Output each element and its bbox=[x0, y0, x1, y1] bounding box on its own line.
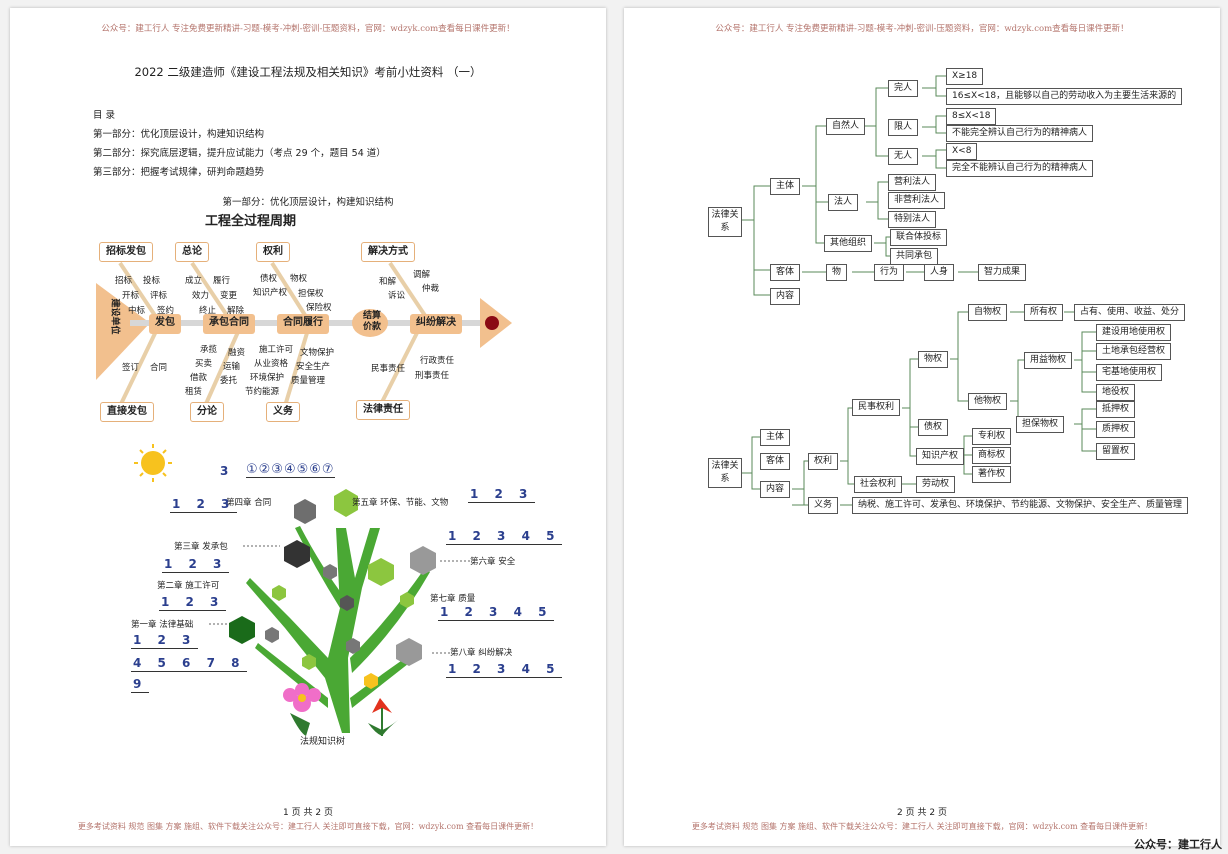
diagram-leaf: 土地承包经营权 bbox=[1096, 343, 1171, 360]
tree-chapter: 第五章 环保、节能、文物 bbox=[352, 496, 448, 508]
diagram-leaf: 建设用地使用权 bbox=[1096, 324, 1171, 341]
diagram-node: 法律关系 bbox=[708, 207, 742, 237]
tree-number: 1 2 3 bbox=[468, 487, 535, 503]
tree-number: 1 2 3 bbox=[170, 497, 237, 513]
diagram-leaf: 抵押权 bbox=[1096, 401, 1135, 418]
tree-caption: 法规知识树 bbox=[300, 734, 345, 747]
diagram-leaf: 物 bbox=[826, 264, 847, 281]
diagram-node: 法人 bbox=[828, 194, 858, 211]
page-number: 2 页 共 2 页 bbox=[624, 805, 1220, 818]
diagram-leaf: 占有、使用、收益、处分 bbox=[1074, 304, 1185, 321]
diagram-leaf: 非营利法人 bbox=[888, 192, 945, 209]
diagram-node: 自然人 bbox=[826, 118, 865, 135]
diagram-leaf: 不能完全辨认自己行为的精神病人 bbox=[946, 125, 1093, 142]
diagram-leaf: 纳税、施工许可、发承包、环境保护、节约能源、文物保护、安全生产、质量管理 bbox=[852, 497, 1188, 514]
diagram-node: 完人 bbox=[888, 80, 918, 97]
diagram-leaf: 著作权 bbox=[972, 466, 1011, 483]
tree-number: 1 2 3 bbox=[131, 633, 198, 649]
tree-number: 1 2 3 bbox=[159, 595, 226, 611]
diagram-leaf: 商标权 bbox=[972, 447, 1011, 464]
knowledge-tree bbox=[10, 8, 606, 846]
diagram-leaf: 质押权 bbox=[1096, 421, 1135, 438]
diagram-leaf: 共同承包 bbox=[890, 248, 938, 265]
diagram-node: 劳动权 bbox=[916, 476, 955, 493]
tree-chapter: 第八章 纠纷解决 bbox=[450, 646, 512, 658]
diagram-leaf: 行为 bbox=[874, 264, 904, 281]
diagram-leaf: X<8 bbox=[946, 143, 977, 160]
tree-chapter: 第六章 安全 bbox=[470, 555, 515, 567]
tree-chapter: 第三章 发承包 bbox=[174, 540, 228, 552]
diagram-node: 主体 bbox=[760, 429, 790, 446]
diagram-leaf: 16≤X<18，且能够以自己的劳动收入为主要生活来源的 bbox=[946, 88, 1182, 105]
diagram-node: 限人 bbox=[888, 119, 918, 136]
tree-chapter: 第七章 质量 bbox=[430, 592, 475, 604]
diagram-node: 义务 bbox=[808, 497, 838, 514]
diagram-node: 客体 bbox=[770, 264, 800, 281]
diagram-leaf: 宅基地使用权 bbox=[1096, 364, 1162, 381]
page-2: 公众号：建工行人 专注免费更新精讲-习题-模考-冲刺-密训-压题资料，官网：wd… bbox=[624, 8, 1220, 846]
diagram-node: 法律关系 bbox=[708, 458, 742, 488]
diagram-leaf: X≥18 bbox=[946, 68, 983, 85]
diagram-leaf: 联合体投标 bbox=[890, 229, 947, 246]
diagram-node: 物权 bbox=[918, 351, 948, 368]
diagram-leaf: 专利权 bbox=[972, 428, 1011, 445]
diagram-leaf: 完全不能辨认自己行为的精神病人 bbox=[946, 160, 1093, 177]
diagram-node: 自物权 bbox=[968, 304, 1007, 321]
diagram-node: 社会权利 bbox=[854, 476, 902, 493]
diagram-leaf: 8≤X<18 bbox=[946, 108, 996, 125]
diagram-node: 客体 bbox=[760, 453, 790, 470]
diagram-node: 无人 bbox=[888, 148, 918, 165]
diagram-node: 知识产权 bbox=[916, 448, 964, 465]
diagram-node: 债权 bbox=[918, 419, 948, 436]
diagram-leaf: 地役权 bbox=[1096, 384, 1135, 401]
diagram-node: 权利 bbox=[808, 453, 838, 470]
diagram-node: 其他组织 bbox=[824, 235, 872, 252]
diagram-leaf: 营利法人 bbox=[888, 174, 936, 191]
watermark: 公众号：建工行人 bbox=[1134, 836, 1222, 852]
diagram-node: 他物权 bbox=[968, 393, 1007, 410]
tree-chapter: 第二章 施工许可 bbox=[157, 579, 219, 591]
diagram-node: 所有权 bbox=[1024, 304, 1063, 321]
tree-number: ①②③④⑤⑥⑦ bbox=[246, 462, 335, 478]
tree-number: 1 2 3 bbox=[162, 557, 229, 573]
tree-number: 1 2 3 4 5 bbox=[446, 529, 562, 545]
diagram-node: 民事权利 bbox=[852, 399, 900, 416]
page-footer: 更多考试资料 规范 图集 方案 施组、软件下载关注公众号：建工行人 关注即可直接… bbox=[624, 821, 1220, 832]
diagram-leaf: 留置权 bbox=[1096, 443, 1135, 460]
diagram-node: 担保物权 bbox=[1016, 416, 1064, 433]
diagram-leaf: 智力成果 bbox=[978, 264, 1026, 281]
diagram-node: 用益物权 bbox=[1024, 352, 1072, 369]
tree-number: 1 2 3 4 5 bbox=[446, 662, 562, 678]
tree-number: 9 bbox=[131, 677, 149, 693]
tree-number: 3 bbox=[218, 464, 236, 479]
diagram-node: 内容 bbox=[760, 481, 790, 498]
page-number: 1 页 共 2 页 bbox=[10, 805, 606, 818]
diagram-leaf: 人身 bbox=[924, 264, 954, 281]
diagram-leaf: 特别法人 bbox=[888, 211, 936, 228]
diagram-node: 主体 bbox=[770, 178, 800, 195]
page-1: 公众号：建工行人 专注免费更新精讲-习题-模考-冲刺-密训-压题资料，官网：wd… bbox=[10, 8, 606, 846]
diagram-node: 内容 bbox=[770, 288, 800, 305]
page-footer: 更多考试资料 规范 图集 方案 施组、软件下载关注公众号：建工行人 关注即可直接… bbox=[10, 821, 606, 832]
tree-number: 4 5 6 7 8 bbox=[131, 656, 247, 672]
tree-number: 1 2 3 4 5 bbox=[438, 605, 554, 621]
tree-chapter: 第一章 法律基础 bbox=[131, 618, 193, 630]
